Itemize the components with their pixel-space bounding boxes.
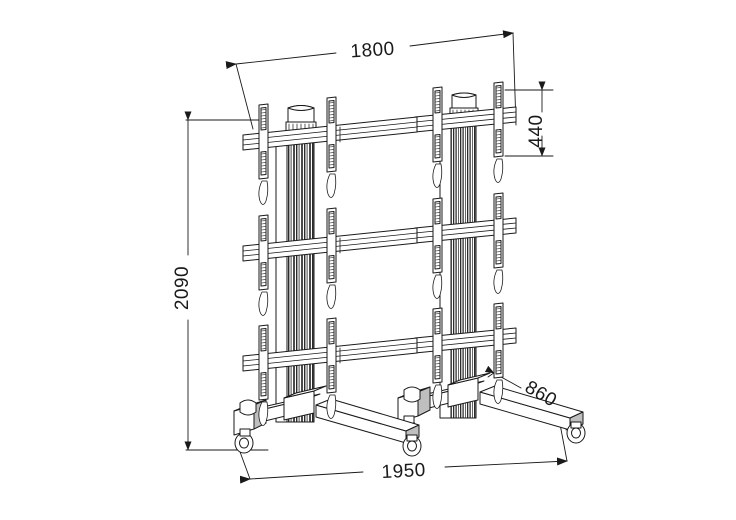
vtv-bracket-plate bbox=[432, 197, 443, 299]
vtv-bracket-plate bbox=[326, 96, 337, 198]
vertical-column-left bbox=[275, 131, 315, 423]
vtv-bracket-plate bbox=[432, 86, 443, 188]
dimension-label-440: 440 bbox=[526, 114, 547, 147]
vtv-bracket-plate bbox=[493, 81, 504, 183]
vtv-bracket-plate bbox=[493, 192, 504, 294]
dimension-2090 bbox=[184, 111, 269, 451]
wheeled-base-left bbox=[233, 385, 422, 457]
dimension-label-1800: 1800 bbox=[350, 38, 396, 62]
vertical-column-right bbox=[439, 117, 477, 419]
dimension-440 bbox=[504, 81, 554, 157]
vtv-bracket-plate bbox=[493, 302, 504, 404]
vtv-bracket-plate bbox=[326, 317, 337, 419]
dimension-1950 bbox=[235, 423, 568, 484]
vtv-bracket-plate bbox=[258, 103, 269, 205]
shelf-row-top bbox=[242, 81, 517, 205]
dimension-label-2090: 2090 bbox=[172, 266, 193, 310]
shelf-row-middle bbox=[242, 192, 517, 316]
vtv-bracket-plate bbox=[326, 207, 337, 309]
wheeled-base-right bbox=[397, 372, 586, 444]
vtv-bracket-plate bbox=[258, 324, 269, 426]
vtv-bracket-plate bbox=[258, 214, 269, 316]
dimension-label-1950: 1950 bbox=[381, 460, 426, 483]
vtv-bracket-plate bbox=[432, 307, 443, 409]
shelf-row-bottom bbox=[242, 302, 517, 426]
